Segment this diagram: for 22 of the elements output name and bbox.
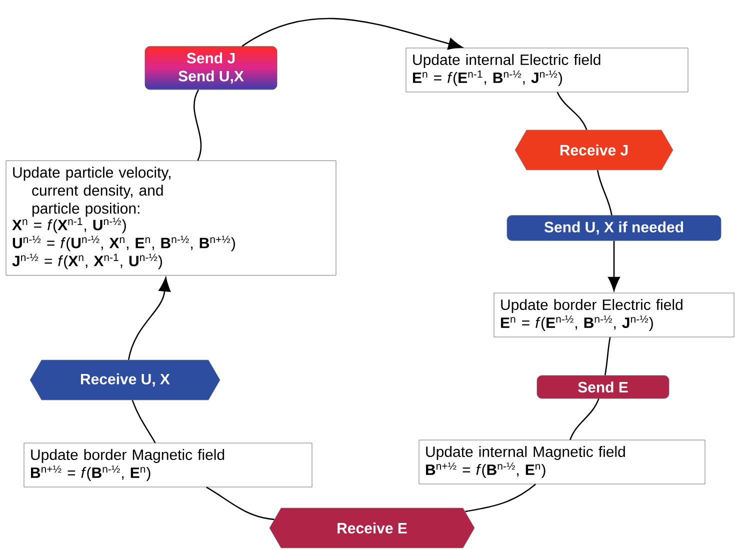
connector-line [569,398,600,440]
process-box: Update particle velocity, current density, and particle position: X$^{n}$ = f(X$^{n-1}$, U$^{n-½}$) U$^{n-½}$ = f(U$^{n-½}$, X$^{n}$, E$^{n}$, B$^{n-½}$, B$^{n+½}$) J$^{n-½}$ = f(X$^{n}$, X$^{n-1}$, U$^{n-½}$) [6,160,336,276]
hexagon-step: Receive J [514,130,674,170]
arrow [242,18,462,50]
rounded-box: Send J Send U,X [144,46,278,90]
rounded-box: Send E [536,375,670,399]
arrow [128,277,171,360]
connector-line [465,484,536,512]
connector-line [556,92,588,130]
connector-line [604,337,611,376]
connector-line [132,400,156,444]
process-box: Update border Magnetic field B$^{n+½}$ = f(B$^{n-½}$, E$^{n}$) [24,442,312,488]
connector-line [596,170,612,216]
hexagon-step: Receive U, X [30,360,220,400]
arrow [608,240,620,291]
process-box: Update internal Magnetic field B$^{n+½}$ = f(B$^{n-½}$, E$^{n}$) [418,440,706,484]
rounded-box: Send U, X if needed [506,215,722,241]
connector-line [194,90,202,161]
process-box: Update internal Electric field E$^{n}$ = f(E$^{n-1}$, B$^{n-½}$, J$^{n-½}$) [406,48,688,92]
connector-line [206,486,274,520]
process-box: Update border Electric field E$^{n}$ = f(E$^{n-½}$, B$^{n-½}$, J$^{n-½}$) [494,292,734,338]
hexagon-step: Receive E [269,508,475,548]
